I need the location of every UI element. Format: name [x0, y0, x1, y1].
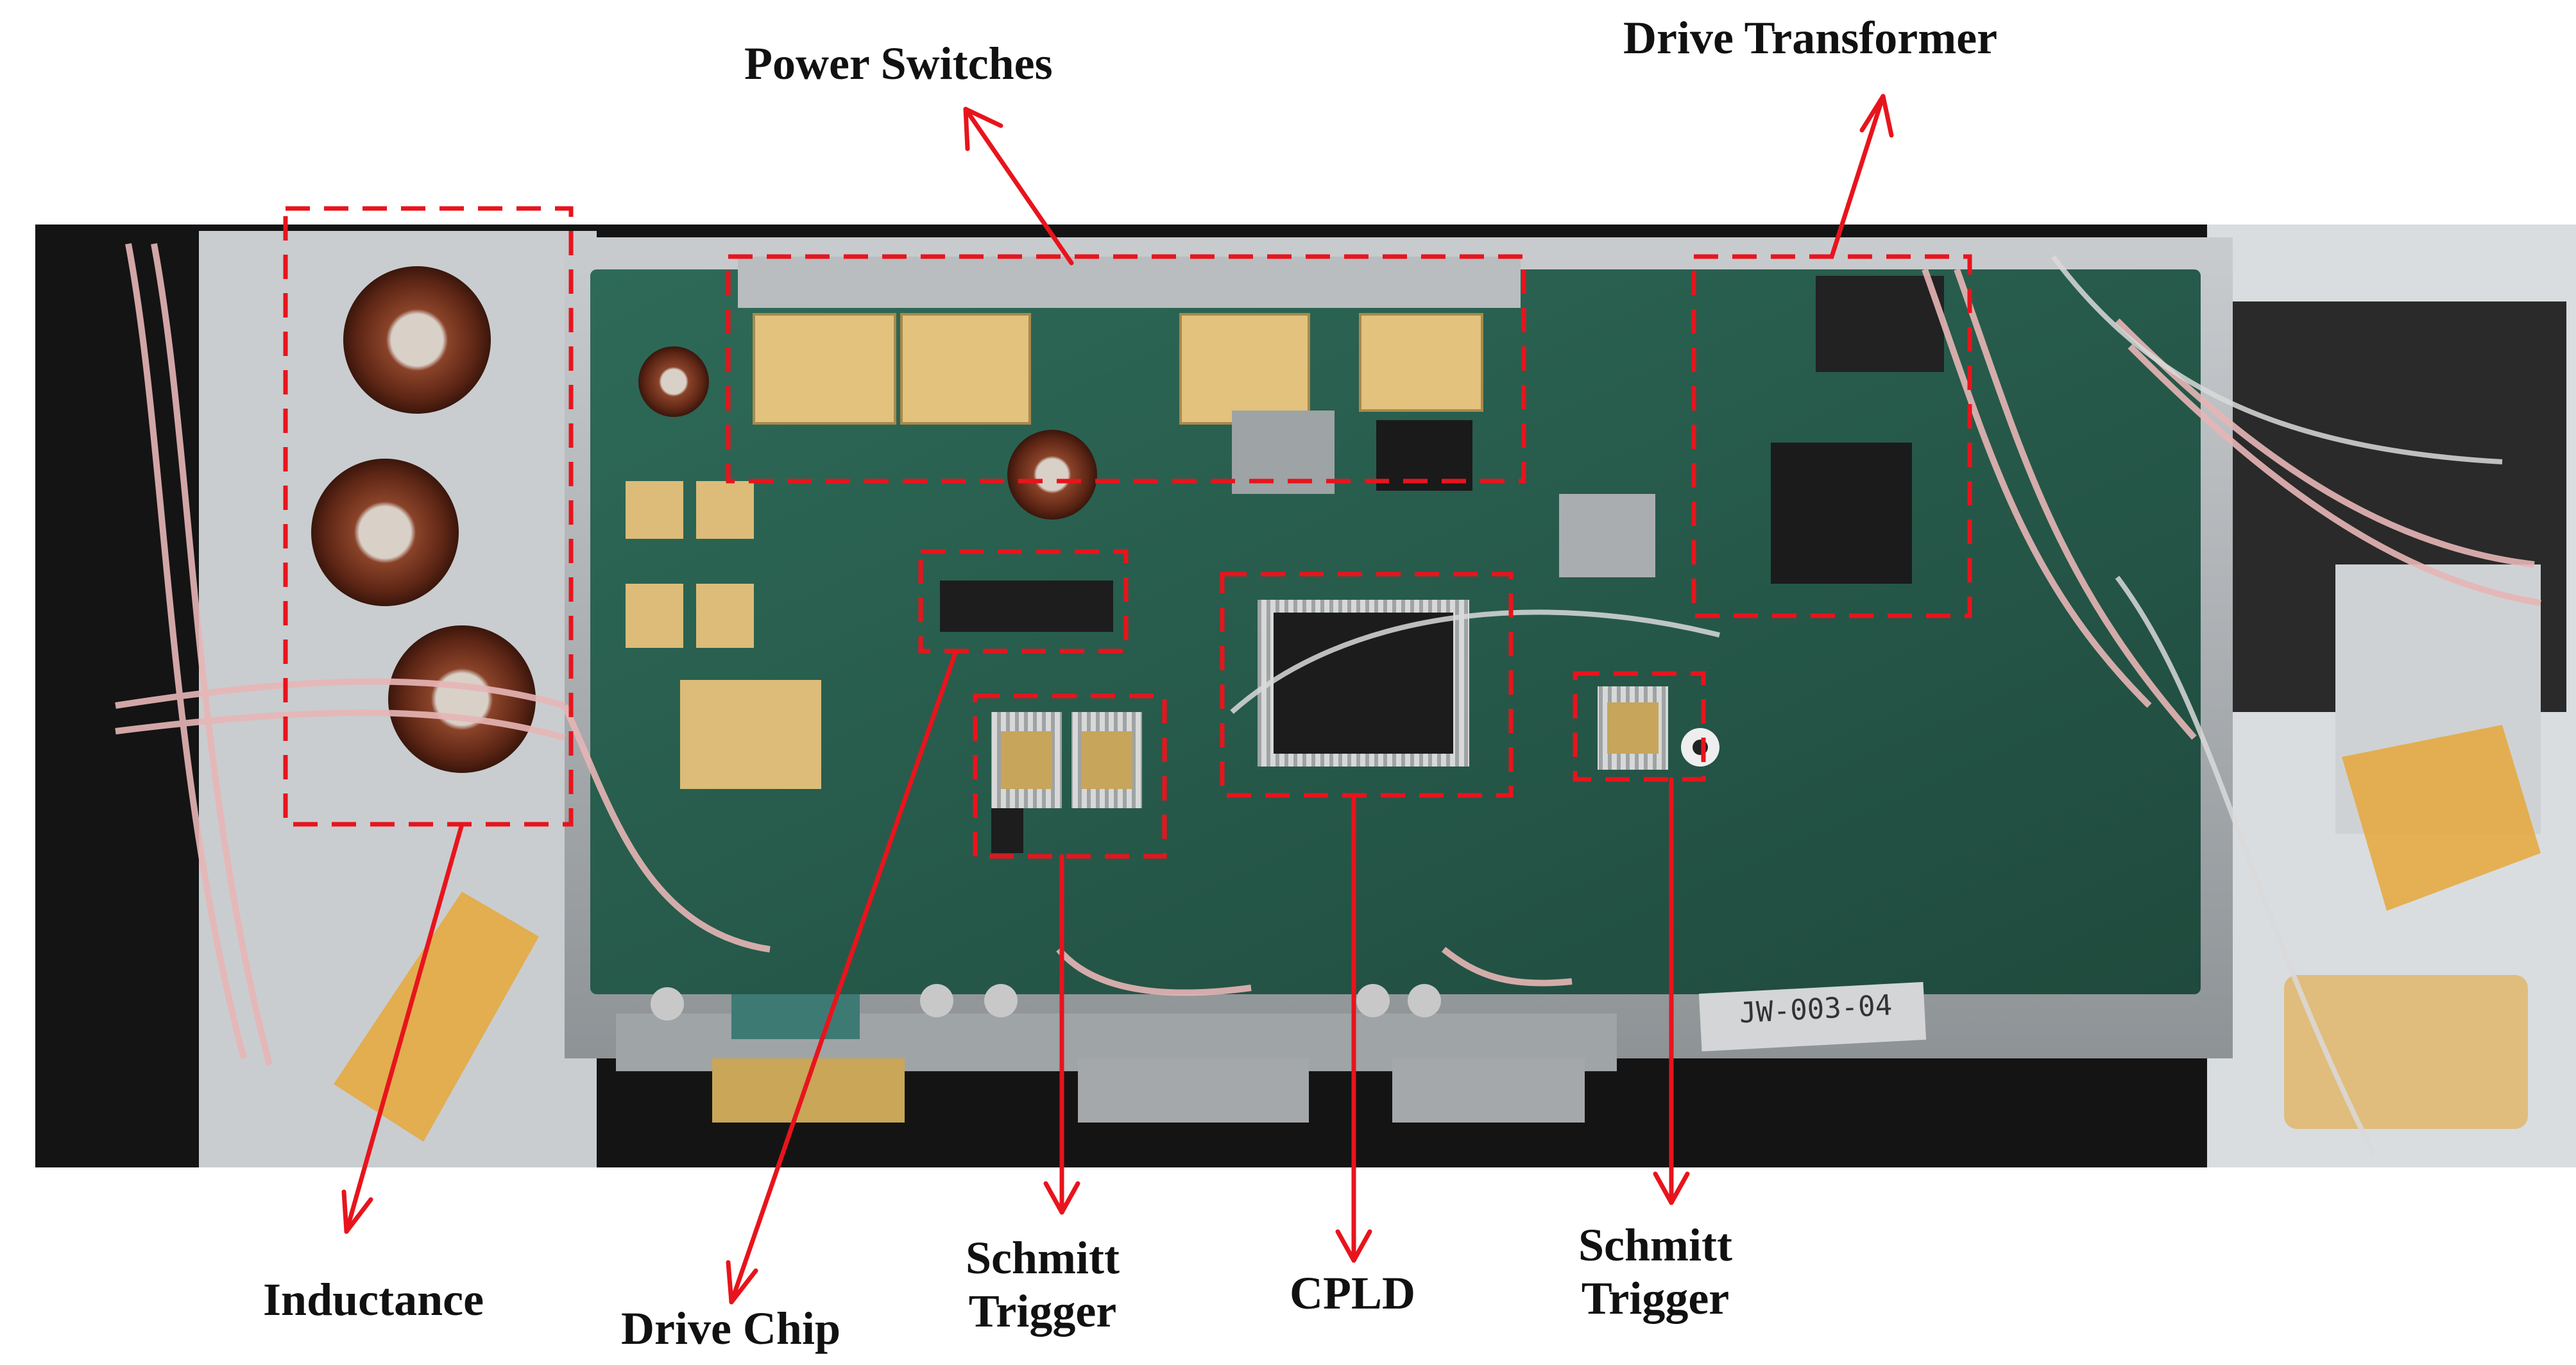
inductance-box: [283, 206, 574, 827]
cpld-chip: [1258, 600, 1469, 767]
cpld-box: [1220, 572, 1514, 798]
board-toroid: [1007, 430, 1097, 520]
label-inductance: Inductance: [263, 1274, 484, 1325]
label-drive-chip: Drive Chip: [621, 1303, 840, 1354]
label-schmitt-trigger-right-line1: Schmitt: [1578, 1219, 1732, 1271]
wiring-harness: [115, 243, 2541, 1066]
drive-chip-ic: [940, 581, 1113, 632]
label-schmitt-trigger-left-line2: Trigger: [968, 1285, 1117, 1337]
left-gold-pads: [626, 481, 821, 789]
schmitt-chip-right: [1598, 686, 1719, 770]
power-switch-pads: [753, 313, 1483, 425]
heatsink-strip: [738, 257, 1521, 308]
label-schmitt-trigger-right: Schmitt Trigger: [1578, 1219, 1732, 1325]
label-schmitt-trigger-right-line2: Trigger: [1581, 1272, 1730, 1324]
drive-transformers: [1232, 276, 1944, 584]
label-schmitt-trigger-left: Schmitt Trigger: [966, 1232, 1120, 1338]
label-drive-transformer: Drive Transformer: [1623, 12, 1998, 64]
label-power-switches: Power Switches: [744, 38, 1053, 89]
inductor-toroids: [311, 266, 536, 773]
label-cpld: CPLD: [1290, 1268, 1415, 1319]
annotation-arrows: [341, 94, 1894, 1305]
bottom-connectors: [616, 984, 1617, 1123]
power-switches-box: [726, 254, 1526, 484]
label-schmitt-trigger-left-line1: Schmitt: [966, 1232, 1120, 1284]
board-tag: [1698, 981, 1927, 1052]
schmitt-trigger-left-box: [973, 693, 1167, 859]
schmitt-chips-left: [991, 712, 1142, 808]
drive-chip-box: [918, 549, 1129, 654]
